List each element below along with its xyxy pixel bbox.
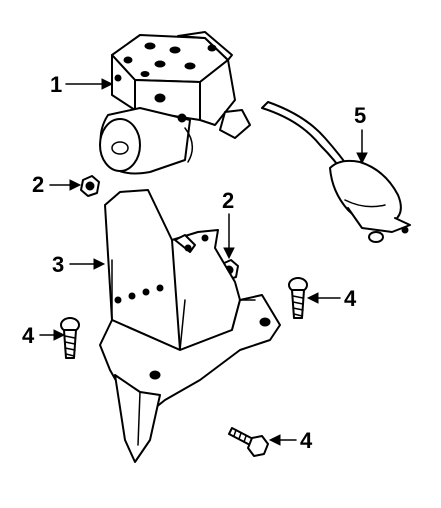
callout-4-right: 4 (306, 286, 357, 311)
nut-left (80, 175, 100, 197)
callout-1: 1 (50, 72, 114, 97)
svg-text:5: 5 (354, 103, 366, 128)
callout-3: 3 (52, 252, 106, 277)
abs-modulator (99, 31, 251, 175)
mounting-bracket (99, 189, 281, 463)
svg-text:4: 4 (344, 286, 357, 311)
callout-4-bottom: 4 (268, 428, 313, 453)
svg-text:2: 2 (32, 172, 44, 197)
bolt-left (60, 317, 80, 359)
svg-text:1: 1 (50, 72, 62, 97)
bolt-bottom (228, 427, 269, 457)
bolt-middle-right (288, 277, 308, 319)
svg-text:3: 3 (52, 252, 64, 277)
callout-2-right: 2 (222, 188, 235, 260)
callout-2-left: 2 (32, 172, 82, 197)
svg-text:4: 4 (300, 428, 313, 453)
callout-5: 5 (354, 103, 368, 165)
callout-4-left: 4 (22, 323, 66, 348)
svg-text:2: 2 (222, 188, 234, 213)
svg-text:4: 4 (22, 323, 35, 348)
wiring-harness (261, 101, 411, 243)
